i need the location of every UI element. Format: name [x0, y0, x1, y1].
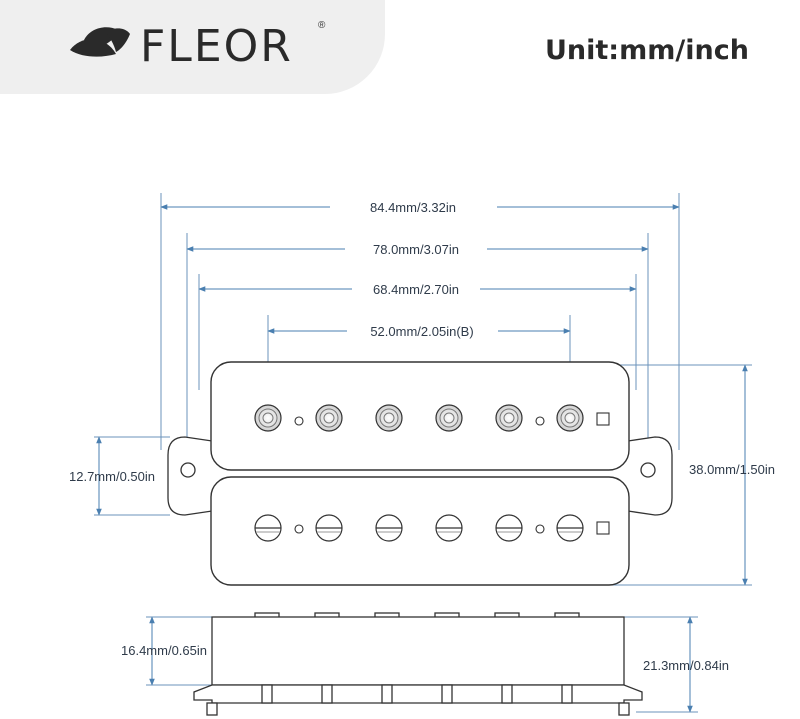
slug-pole — [315, 404, 343, 432]
side-view — [193, 612, 643, 716]
slug-pole — [495, 404, 523, 432]
unit-label: Unit:mm/inch — [545, 35, 749, 66]
brand-name: FLEOR — [140, 21, 293, 72]
screw-pole — [556, 514, 584, 542]
slug-pole — [254, 404, 282, 432]
bottom-bobbin — [210, 476, 630, 586]
screw-pole — [254, 514, 282, 542]
slug-poles-row — [254, 404, 584, 432]
mount-spacing-label: 78.0mm/3.07in — [373, 242, 459, 257]
slug-pole — [556, 404, 584, 432]
small-hole — [535, 524, 545, 534]
small-hole — [294, 416, 304, 426]
small-hole — [535, 416, 545, 426]
slug-pole — [375, 404, 403, 432]
square-marker — [596, 521, 610, 535]
screw-pole — [435, 514, 463, 542]
mount-hole-left — [180, 462, 196, 478]
total-width-label: 38.0mm/1.50in — [689, 462, 775, 477]
screw-pole — [375, 514, 403, 542]
small-hole — [294, 524, 304, 534]
square-marker — [596, 412, 610, 426]
overall-length-label: 84.4mm/3.32in — [370, 200, 456, 215]
body-height-label: 16.4mm/0.65in — [121, 643, 207, 658]
brand-logo-icon — [70, 27, 130, 57]
ring-height-label: 12.7mm/0.50in — [69, 469, 155, 484]
screw-pole — [315, 514, 343, 542]
screw-poles-row — [254, 514, 584, 542]
top-bobbin — [210, 361, 630, 471]
registered-mark: ® — [318, 20, 326, 31]
mount-hole-right — [640, 462, 656, 478]
screw-pole — [495, 514, 523, 542]
cover-length-label: 68.4mm/2.70in — [373, 282, 459, 297]
header-banner — [0, 0, 385, 94]
extension-lines — [94, 193, 752, 713]
slug-pole — [435, 404, 463, 432]
pole-spacing-label: 52.0mm/2.05in(B) — [370, 324, 473, 339]
dimension-lines — [96, 204, 748, 713]
total-height-label: 21.3mm/0.84in — [643, 658, 729, 673]
